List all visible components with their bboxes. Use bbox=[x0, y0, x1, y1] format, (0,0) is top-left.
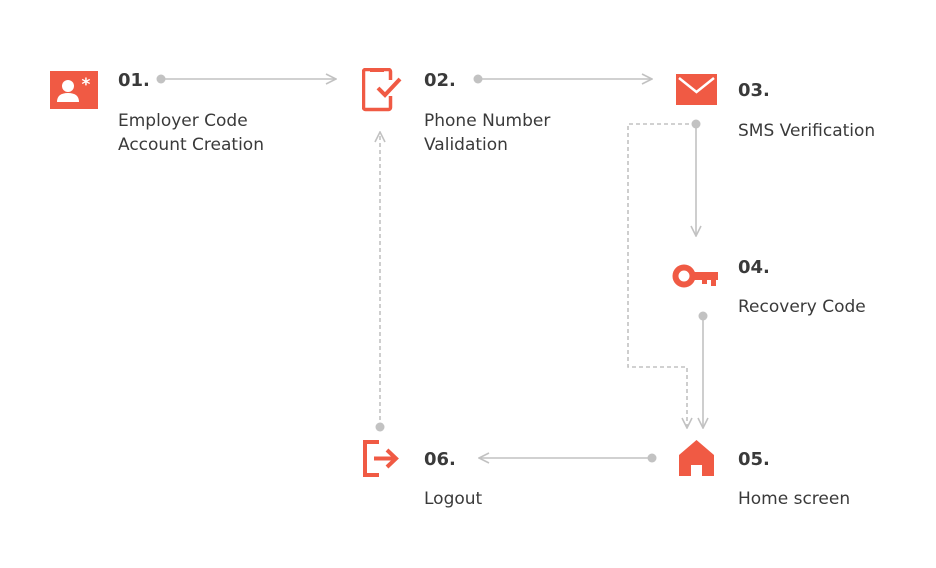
step-02-label: Phone Number Validation bbox=[424, 109, 550, 157]
step-05-number: 05. bbox=[738, 449, 770, 470]
user-asterisk-icon: * bbox=[50, 71, 98, 109]
step-01-label: Employer Code Account Creation bbox=[118, 109, 264, 157]
step-06-label: Logout bbox=[424, 487, 482, 511]
step-06-label-line-1: Logout bbox=[424, 489, 483, 509]
key-icon bbox=[672, 264, 718, 288]
step-01-number: 01. bbox=[118, 70, 150, 91]
step-03-label-line-1: SMS Verification bbox=[738, 121, 876, 141]
step-04-label-line-1: Recovery Code bbox=[738, 297, 866, 317]
step-02-label-line-1: Phone Number bbox=[424, 111, 551, 131]
step-01-label-line-1: Employer Code bbox=[118, 111, 248, 131]
connector-04-05 bbox=[699, 311, 708, 429]
connector-06-02-dashed bbox=[376, 132, 385, 432]
connector-03-05-dashed bbox=[627, 123, 696, 428]
step-06-number: 06. bbox=[424, 449, 456, 470]
step-05-label: Home screen bbox=[738, 487, 850, 511]
phone-check-icon bbox=[362, 68, 402, 112]
connector-05-06 bbox=[479, 454, 657, 463]
step-05-label-line-1: Home screen bbox=[738, 489, 851, 509]
connector-01-02 bbox=[156, 75, 337, 84]
logout-icon bbox=[363, 440, 399, 477]
step-02-number: 02. bbox=[424, 70, 456, 91]
step-04-label: Recovery Code bbox=[738, 295, 866, 319]
step-03-number: 03. bbox=[738, 80, 770, 101]
svg-text:*: * bbox=[82, 75, 91, 95]
step-01-label-line-2: Account Creation bbox=[118, 135, 264, 155]
connector-03-04 bbox=[692, 119, 701, 237]
step-02-label-line-2: Validation bbox=[424, 135, 508, 155]
step-04-number: 04. bbox=[738, 257, 770, 278]
envelope-icon bbox=[676, 74, 717, 105]
step-03-label: SMS Verification bbox=[738, 119, 875, 143]
connector-02-03 bbox=[473, 75, 653, 84]
home-icon bbox=[679, 440, 714, 476]
